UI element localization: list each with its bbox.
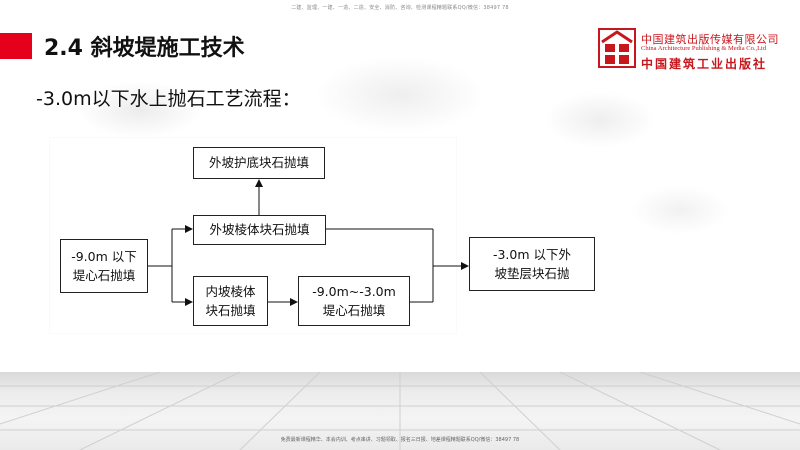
publisher-name-calligraphy: 中国建筑工业出版社 [641, 57, 768, 71]
flow-step-outer-slope-toe: 外坡护底块石抛填 [193, 147, 325, 179]
flow-step-inner-line1: 内坡棱体 [205, 283, 256, 299]
publisher-logo: 中国建筑出版传媒有限公司 China Architecture Publishi… [598, 28, 794, 72]
flow-step-core-line2: 堤心石抛填 [322, 303, 386, 318]
flow-step-end-line1: -3.0m 以下外 [492, 246, 572, 262]
flow-step-inner-slope-prism: 内坡棱体 块石抛填 [193, 276, 268, 326]
flow-step-start-line1: -9.0m 以下 [71, 248, 137, 264]
process-subtitle: -3.0m以下水上抛石工艺流程： [36, 88, 301, 110]
top-watermark-note: 二建、监理、一建、一造、二造、安全、消防、咨询、检测课程精题联系QQ/微信：38… [291, 5, 509, 11]
flow-step-inner-line2: 块石抛填 [205, 303, 256, 318]
flow-step-end-line2: 坡垫层块石抛 [494, 266, 570, 281]
title-accent-bar [0, 33, 32, 59]
flow-step-core-fill: -9.0m~-3.0m 堤心石抛填 [298, 276, 410, 326]
flow-step-end: -3.0m 以下外 坡垫层块石抛 [469, 237, 595, 291]
bottom-watermark-note: 免费最新课程精华、本会内训、考点串讲、习题领取、报名三日报、地差课程精题联系QQ… [280, 437, 520, 443]
page-title: 2.4 斜坡堤施工技术 [44, 36, 245, 61]
flow-step-start-line2: 堤心石抛填 [72, 268, 136, 283]
publisher-name-cn: 中国建筑出版传媒有限公司 [641, 33, 779, 46]
flow-step-core-line1: -9.0m~-3.0m [312, 283, 396, 299]
publisher-logo-icon [598, 28, 636, 68]
floor-background [0, 372, 800, 450]
publisher-name-en: China Architecture Publishing & Media Co… [641, 45, 767, 52]
flow-step-start: -9.0m 以下 堤心石抛填 [60, 239, 148, 293]
flow-step-outer-slope-prism: 外坡棱体块石抛填 [193, 215, 326, 245]
